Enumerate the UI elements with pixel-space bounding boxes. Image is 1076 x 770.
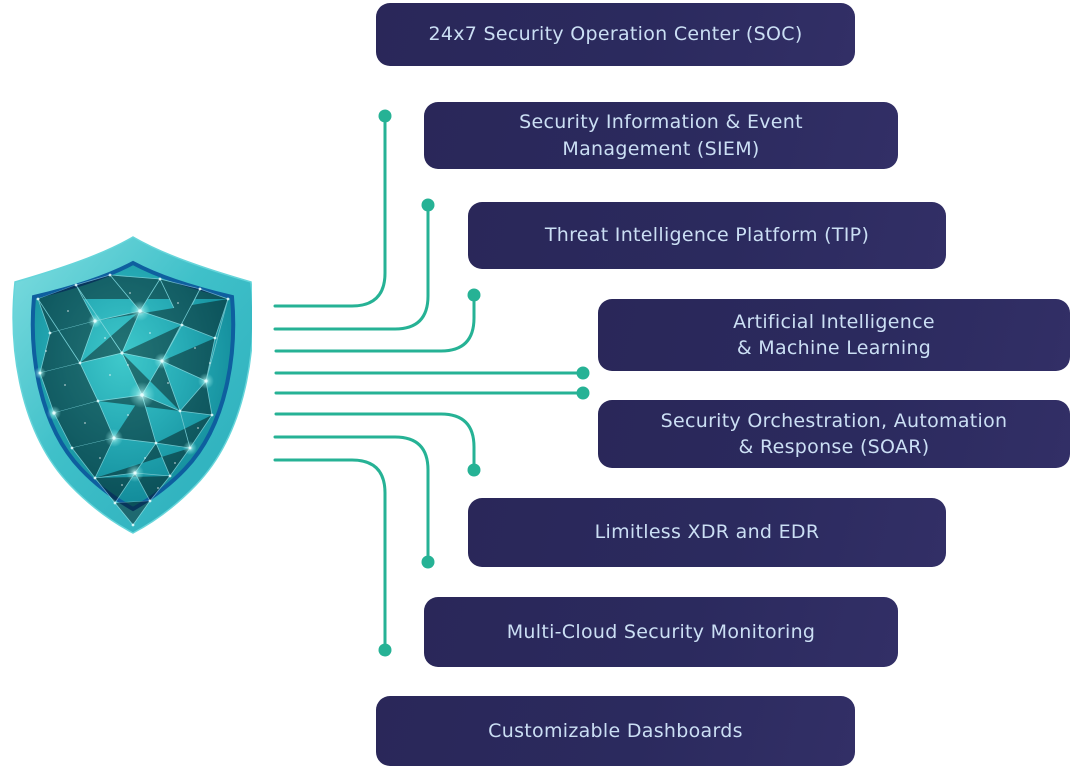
shield-network-icon xyxy=(12,236,252,534)
connector-line-tip xyxy=(273,203,430,331)
connector-dot xyxy=(421,198,435,212)
connector-dot xyxy=(378,109,392,123)
feature-box-multicloud: Multi-Cloud Security Monitoring xyxy=(424,594,903,671)
feature-label: Multi-Cloud Security Monitoring xyxy=(506,620,816,643)
feature-label: Customizable Dashboards xyxy=(488,719,743,742)
feature-label: Limitless XDR and EDR xyxy=(594,521,820,544)
feature-label: 24x7 Security Operation Center (SOC) xyxy=(428,23,803,46)
connector-line-xdr xyxy=(273,435,430,564)
feature-box-tip: Threat Intelligence Platform (TIP) xyxy=(468,199,951,273)
connector-line-soar-bot xyxy=(274,412,476,472)
connector-dot xyxy=(467,463,481,477)
feature-label: Artificial Intelligence & Machine Learni… xyxy=(733,310,935,359)
feature-box-xdr-edr: Limitless XDR and EDR xyxy=(468,495,951,571)
feature-box-ai-ml: Artificial Intelligence & Machine Learni… xyxy=(589,296,1075,377)
connector-dot xyxy=(421,555,435,569)
feature-box-dashboards: Customizable Dashboards xyxy=(376,693,860,770)
feature-box-siem: Security Information & Event Management … xyxy=(424,99,903,173)
feature-label: Security Information & Event Management … xyxy=(519,111,803,160)
connector-dot xyxy=(467,288,481,302)
connector-line-siem xyxy=(273,114,387,308)
feature-box-soc: 24x7 Security Operation Center (SOC) xyxy=(376,0,860,70)
feature-box-soar: Security Orchestration, Automation & Res… xyxy=(598,397,1075,472)
feature-label: Threat Intelligence Platform (TIP) xyxy=(544,224,870,247)
connector-dot xyxy=(576,366,590,380)
connector-line-ai-top xyxy=(274,293,476,353)
feature-label: Security Orchestration, Automation & Res… xyxy=(660,409,1008,458)
connector-dot xyxy=(576,386,590,400)
connector-line-multicloud xyxy=(273,458,387,652)
connector-dot xyxy=(378,643,392,657)
